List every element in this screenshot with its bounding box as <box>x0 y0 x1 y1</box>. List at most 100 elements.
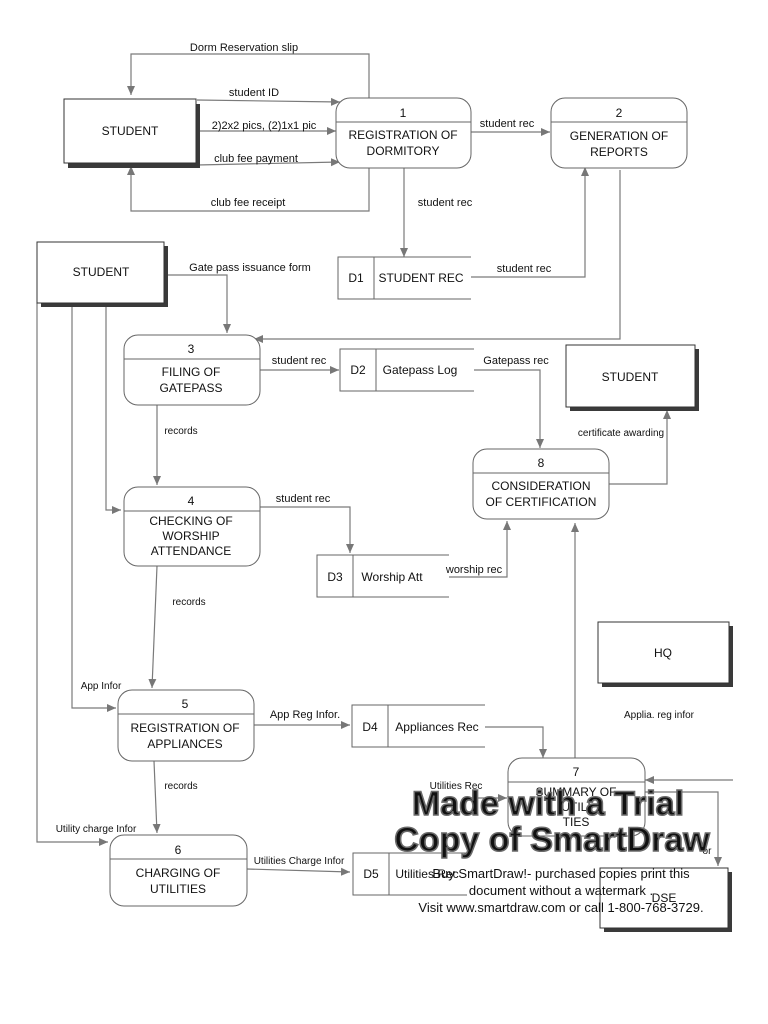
flow-club-fee-receipt <box>127 166 370 212</box>
store-d2: D2 Gatepass Log <box>339 348 474 392</box>
entity-student-top: STUDENT <box>63 98 200 168</box>
label-club-fee-payment: club fee payment <box>214 153 298 165</box>
flow-utility-charge-infor <box>36 303 108 846</box>
process-label: APPLIANCES <box>147 737 222 751</box>
flow-student2-to-4 <box>105 303 121 514</box>
entity-label: HQ <box>654 646 672 660</box>
flow-labels: Dorm Reservation slip student ID 2)2x2 p… <box>56 42 712 867</box>
process-label: REGISTRATION OF <box>348 128 457 142</box>
label-app-infor: App Infor <box>81 681 122 692</box>
store-d3: D3 Worship Att <box>316 554 449 598</box>
label-records-4-5: records <box>172 597 205 608</box>
store-name: Worship Att <box>361 570 423 584</box>
label-student-rec-1-d1: student rec <box>418 197 473 209</box>
entity-label: DSE <box>652 891 677 905</box>
entity-student-mid: STUDENT <box>36 241 168 307</box>
flow-lines <box>36 53 733 876</box>
process-label: CONSIDERATION <box>491 479 590 493</box>
process-7: 7 SUMMARY OF UTILI TIES <box>507 757 646 837</box>
process-label: CHARGING OF <box>136 866 221 880</box>
flow-utilities-charge-infor <box>246 867 351 876</box>
store-name: Appliances Rec <box>395 720 478 734</box>
flow-reports-to-3 <box>254 170 621 343</box>
label-records-3-4: records <box>164 426 197 437</box>
entity-label: STUDENT <box>102 124 159 138</box>
label-utility-charge-infor: Utility charge Infor <box>56 824 137 835</box>
flow-records-4-5 <box>148 565 158 689</box>
entity-student-right: STUDENT <box>565 344 699 411</box>
process-label: GATEPASS <box>160 381 223 395</box>
flow-dorm-slip <box>127 53 370 100</box>
process-label: REPORTS <box>590 145 648 159</box>
label-pics: 2)2x2 pics, (2)1x1 pic <box>212 120 317 132</box>
process-label: UTILITIES <box>150 882 206 896</box>
store-id: D4 <box>362 720 378 734</box>
store-id: D5 <box>363 867 379 881</box>
process-number: 7 <box>573 765 580 779</box>
store-id: D1 <box>348 271 364 285</box>
process-number: 6 <box>175 843 182 857</box>
entity-label: STUDENT <box>73 265 130 279</box>
store-d5: D5 Utilities Rec <box>352 852 467 896</box>
flow-records-5-6 <box>152 760 161 834</box>
label-student-rec-4-d3: student rec <box>276 493 331 505</box>
label-gate-pass-form: Gate pass issuance form <box>189 262 311 274</box>
flow-gatepass-rec <box>474 369 544 448</box>
flow-worship-rec <box>449 521 511 578</box>
process-1: 1 REGISTRATION OF DORMITORY <box>335 97 472 169</box>
store-name: Utilities Rec <box>395 867 458 881</box>
label-dse-infor: or <box>703 846 713 857</box>
store-d1: D1 STUDENT REC <box>337 256 471 300</box>
label-dorm-slip: Dorm Reservation slip <box>190 42 298 54</box>
entity-hq: HQ <box>597 621 733 687</box>
process-label: REGISTRATION OF <box>130 721 239 735</box>
watermark-line4: document without a watermark . <box>469 883 653 898</box>
process-label: UTILI <box>561 800 590 814</box>
label-app-reg-infor: App Reg Infor. <box>270 709 340 721</box>
store-name: Gatepass Log <box>383 363 458 377</box>
process-number: 8 <box>538 456 545 470</box>
entity-dse: DSE <box>599 867 732 932</box>
flow-certificate-awarding <box>609 410 671 485</box>
label-worship-rec: worship rec <box>445 564 503 576</box>
flow-app-infor <box>71 303 116 712</box>
process-6: 6 CHARGING OF UTILITIES <box>109 834 248 907</box>
process-label: WORSHIP <box>162 529 219 543</box>
watermark-line3: Buy SmartDraw!- purchased copies print t… <box>432 866 690 881</box>
flow-gate-pass-form <box>165 274 231 333</box>
label-student-rec-d1-2: student rec <box>497 263 552 275</box>
process-2: 2 GENERATION OF REPORTS <box>550 97 688 169</box>
label-club-fee-receipt: club fee receipt <box>211 197 286 209</box>
label-utilities-charge-infor: Utilities Charge Infor <box>254 856 345 867</box>
watermark-line5: Visit www.smartdraw.com or call 1-800-76… <box>418 900 703 915</box>
process-number: 5 <box>182 697 189 711</box>
process-label: GENERATION OF <box>570 129 668 143</box>
label-utilities-rec: Utilities Rec <box>430 781 483 792</box>
entity-label: STUDENT <box>602 370 659 384</box>
flow-to-dse <box>645 791 722 866</box>
process-4: 4 CHECKING OF WORSHIP ATTENDANCE <box>123 486 261 567</box>
process-8: 8 CONSIDERATION OF CERTIFICATION <box>472 448 610 520</box>
process-label: TIES <box>563 815 590 829</box>
label-certificate-awarding: certificate awarding <box>578 428 664 439</box>
store-id: D2 <box>350 363 366 377</box>
store-name: STUDENT REC <box>378 271 463 285</box>
flow-student-id <box>196 97 341 106</box>
flow-d4-to-7 <box>485 726 547 758</box>
process-label: SUMMARY OF <box>536 785 617 799</box>
label-gatepass-rec: Gatepass rec <box>483 355 549 367</box>
process-label: OF CERTIFICATION <box>486 495 597 509</box>
process-number: 1 <box>400 106 407 120</box>
flow-club-fee-payment <box>196 158 341 167</box>
process-label: CHECKING OF <box>149 514 232 528</box>
process-label: FILING OF <box>162 365 221 379</box>
process-3: 3 FILING OF GATEPASS <box>123 334 261 406</box>
process-5: 5 REGISTRATION OF APPLIANCES <box>117 689 255 762</box>
process-number: 4 <box>188 494 195 508</box>
smartdraw-watermark: Made with a Trial Copy of SmartDraw Buy … <box>393 784 711 915</box>
flow-student-rec-4-d3 <box>260 506 354 553</box>
label-student-rec-3-d2: student rec <box>272 355 327 367</box>
process-label: DORMITORY <box>367 144 440 158</box>
store-d4: D4 Appliances Rec <box>351 704 485 748</box>
